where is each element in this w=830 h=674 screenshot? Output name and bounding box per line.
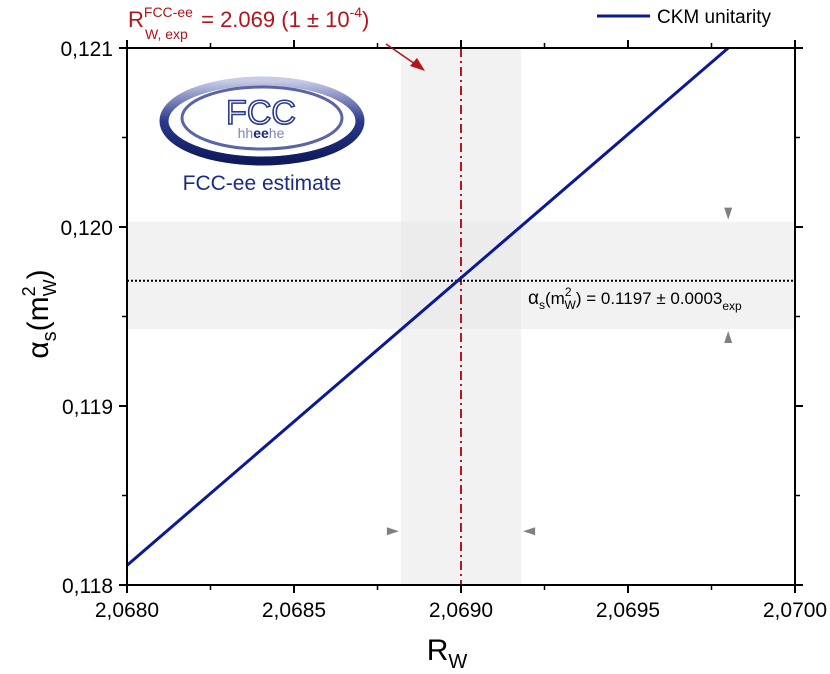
y-axis-title: αs(m2W) <box>19 269 61 358</box>
measurement-arrowhead <box>410 58 425 71</box>
x-tick-label: 2,0700 <box>763 599 827 622</box>
measurement-arrow <box>385 43 419 67</box>
y-axis-ticks: 0,118 0,119 0,120 0,121 <box>60 38 803 598</box>
logo-title: FCC <box>226 94 296 132</box>
horizontal-uncertainty-band <box>127 221 795 330</box>
y-tick-label: 0,120 <box>60 217 113 240</box>
marker-bottom-band-edge <box>724 331 733 344</box>
fcc-logo: FCC hheehe FCC-ee estimate <box>159 76 365 195</box>
x-tick-label: 2,0685 <box>262 599 326 622</box>
marker-right-band-edge <box>523 527 536 536</box>
x-tick-label: 2,0690 <box>429 599 493 622</box>
band-edge-markers <box>386 207 733 536</box>
x-axis-title: RW <box>427 634 468 673</box>
y-tick-label: 0,119 <box>62 396 113 419</box>
x-tick-label: 2,0680 <box>95 599 159 622</box>
marker-left-band-edge <box>386 527 399 536</box>
marker-top-band-edge <box>724 207 733 220</box>
logo-subtitle: hheehe <box>238 125 285 141</box>
legend: CKM unitarity <box>597 7 772 28</box>
x-axis-ticks: 2,0680 2,0685 2,0690 2,0695 2,0700 <box>95 40 827 622</box>
x-tick-label: 2,0695 <box>596 599 660 622</box>
y-tick-label: 0,121 <box>60 38 113 61</box>
logo-ring-outer <box>159 76 365 166</box>
logo-caption: FCC-ee estimate <box>183 172 342 195</box>
y-tick-label: 0,118 <box>62 575 113 598</box>
logo-ring-inner <box>180 85 344 151</box>
legend-label: CKM unitarity <box>657 7 772 28</box>
series-line-ckm-unitarity <box>126 46 730 567</box>
